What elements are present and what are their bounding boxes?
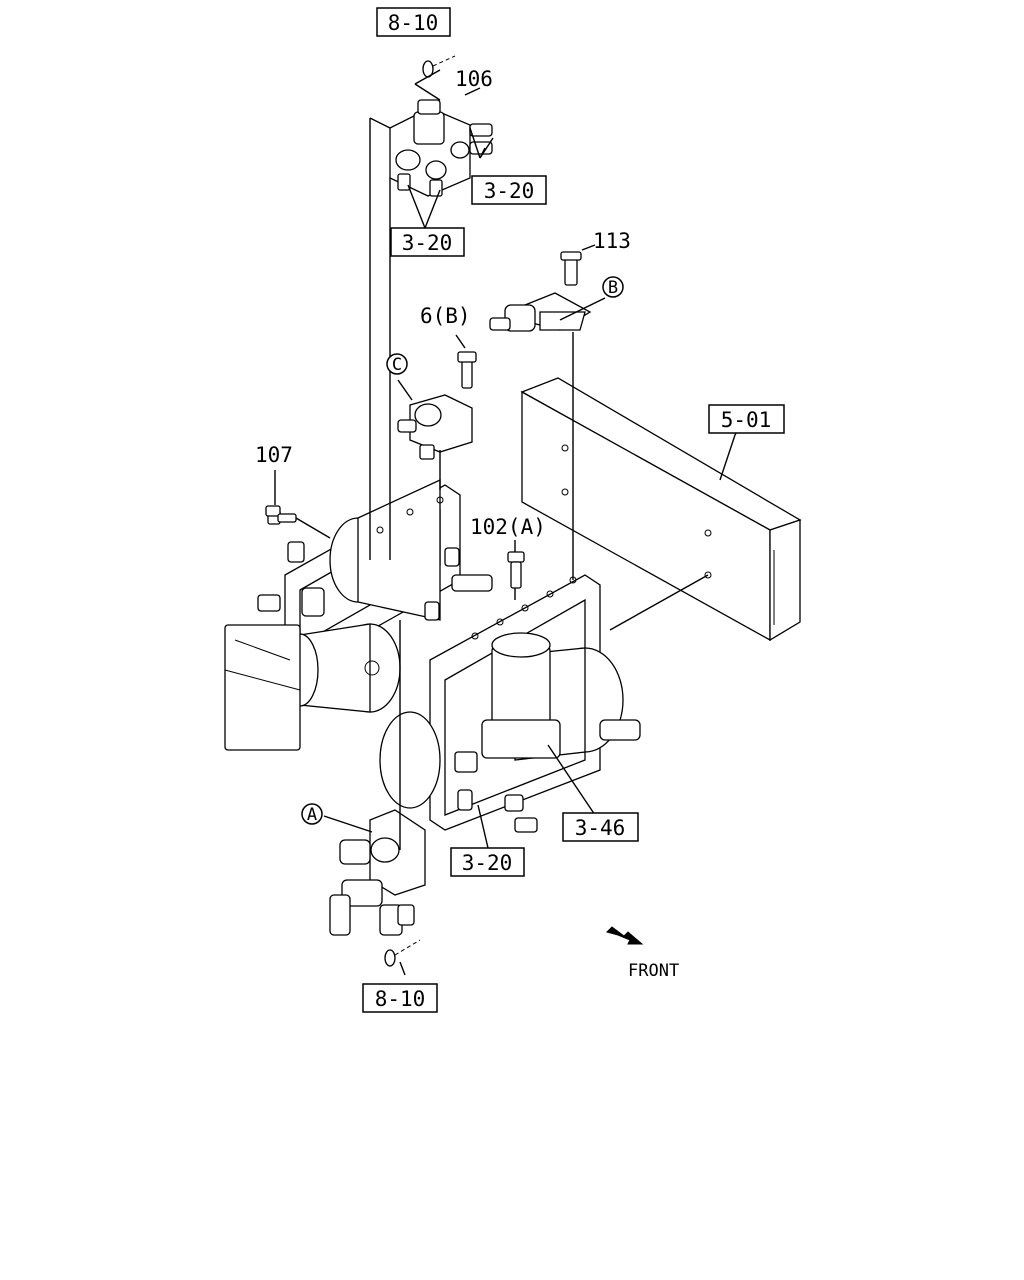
clip-bottom xyxy=(384,939,421,967)
ref-text: 3-46 xyxy=(575,816,626,840)
valve-113-assembly xyxy=(489,251,592,332)
ref-box-3-20-c: 3-20 xyxy=(450,847,525,877)
ref-text: 3-20 xyxy=(484,179,535,203)
marker-b: B xyxy=(602,276,624,298)
leader-lines xyxy=(274,69,741,976)
front-arrow-icon xyxy=(606,926,644,945)
marker-a: A xyxy=(301,803,323,825)
right-bracket-and-dryer xyxy=(379,574,641,833)
ref-box-3-20-a: 3-20 xyxy=(471,175,547,205)
ref-text: 8-10 xyxy=(388,11,439,35)
frame-rail xyxy=(520,377,802,642)
marker-c: C xyxy=(386,353,408,375)
clip-top xyxy=(422,55,456,78)
part-label-102a: 102(A) xyxy=(470,515,546,539)
part-label-6b: 6(B) xyxy=(420,304,471,328)
ref-box-3-20-b: 3-20 xyxy=(390,227,465,257)
part-label-107: 107 xyxy=(255,443,293,467)
svg-text:C: C xyxy=(392,355,402,375)
left-bracket-and-tank xyxy=(224,478,493,751)
ref-text: 3-20 xyxy=(462,851,513,875)
ref-box-8-10-top: 8-10 xyxy=(376,7,451,37)
ref-text: 5-01 xyxy=(721,408,772,432)
bolt-102a xyxy=(507,551,525,589)
ref-box-8-10-bottom: 8-10 xyxy=(362,983,438,1013)
front-label: FRONT xyxy=(628,961,679,981)
part-label-106: 106 xyxy=(455,67,493,91)
top-valve-assembly xyxy=(389,99,493,197)
bottom-valve-assembly xyxy=(329,809,426,936)
svg-text:B: B xyxy=(608,278,618,298)
ref-box-5-01: 5-01 xyxy=(708,404,785,434)
valve-6b-assembly xyxy=(397,351,477,460)
svg-text:A: A xyxy=(307,805,317,825)
ref-text: 3-20 xyxy=(402,231,453,255)
ref-text: 8-10 xyxy=(375,987,426,1011)
part-label-113: 113 xyxy=(593,229,631,253)
ref-box-3-46: 3-46 xyxy=(562,812,639,842)
